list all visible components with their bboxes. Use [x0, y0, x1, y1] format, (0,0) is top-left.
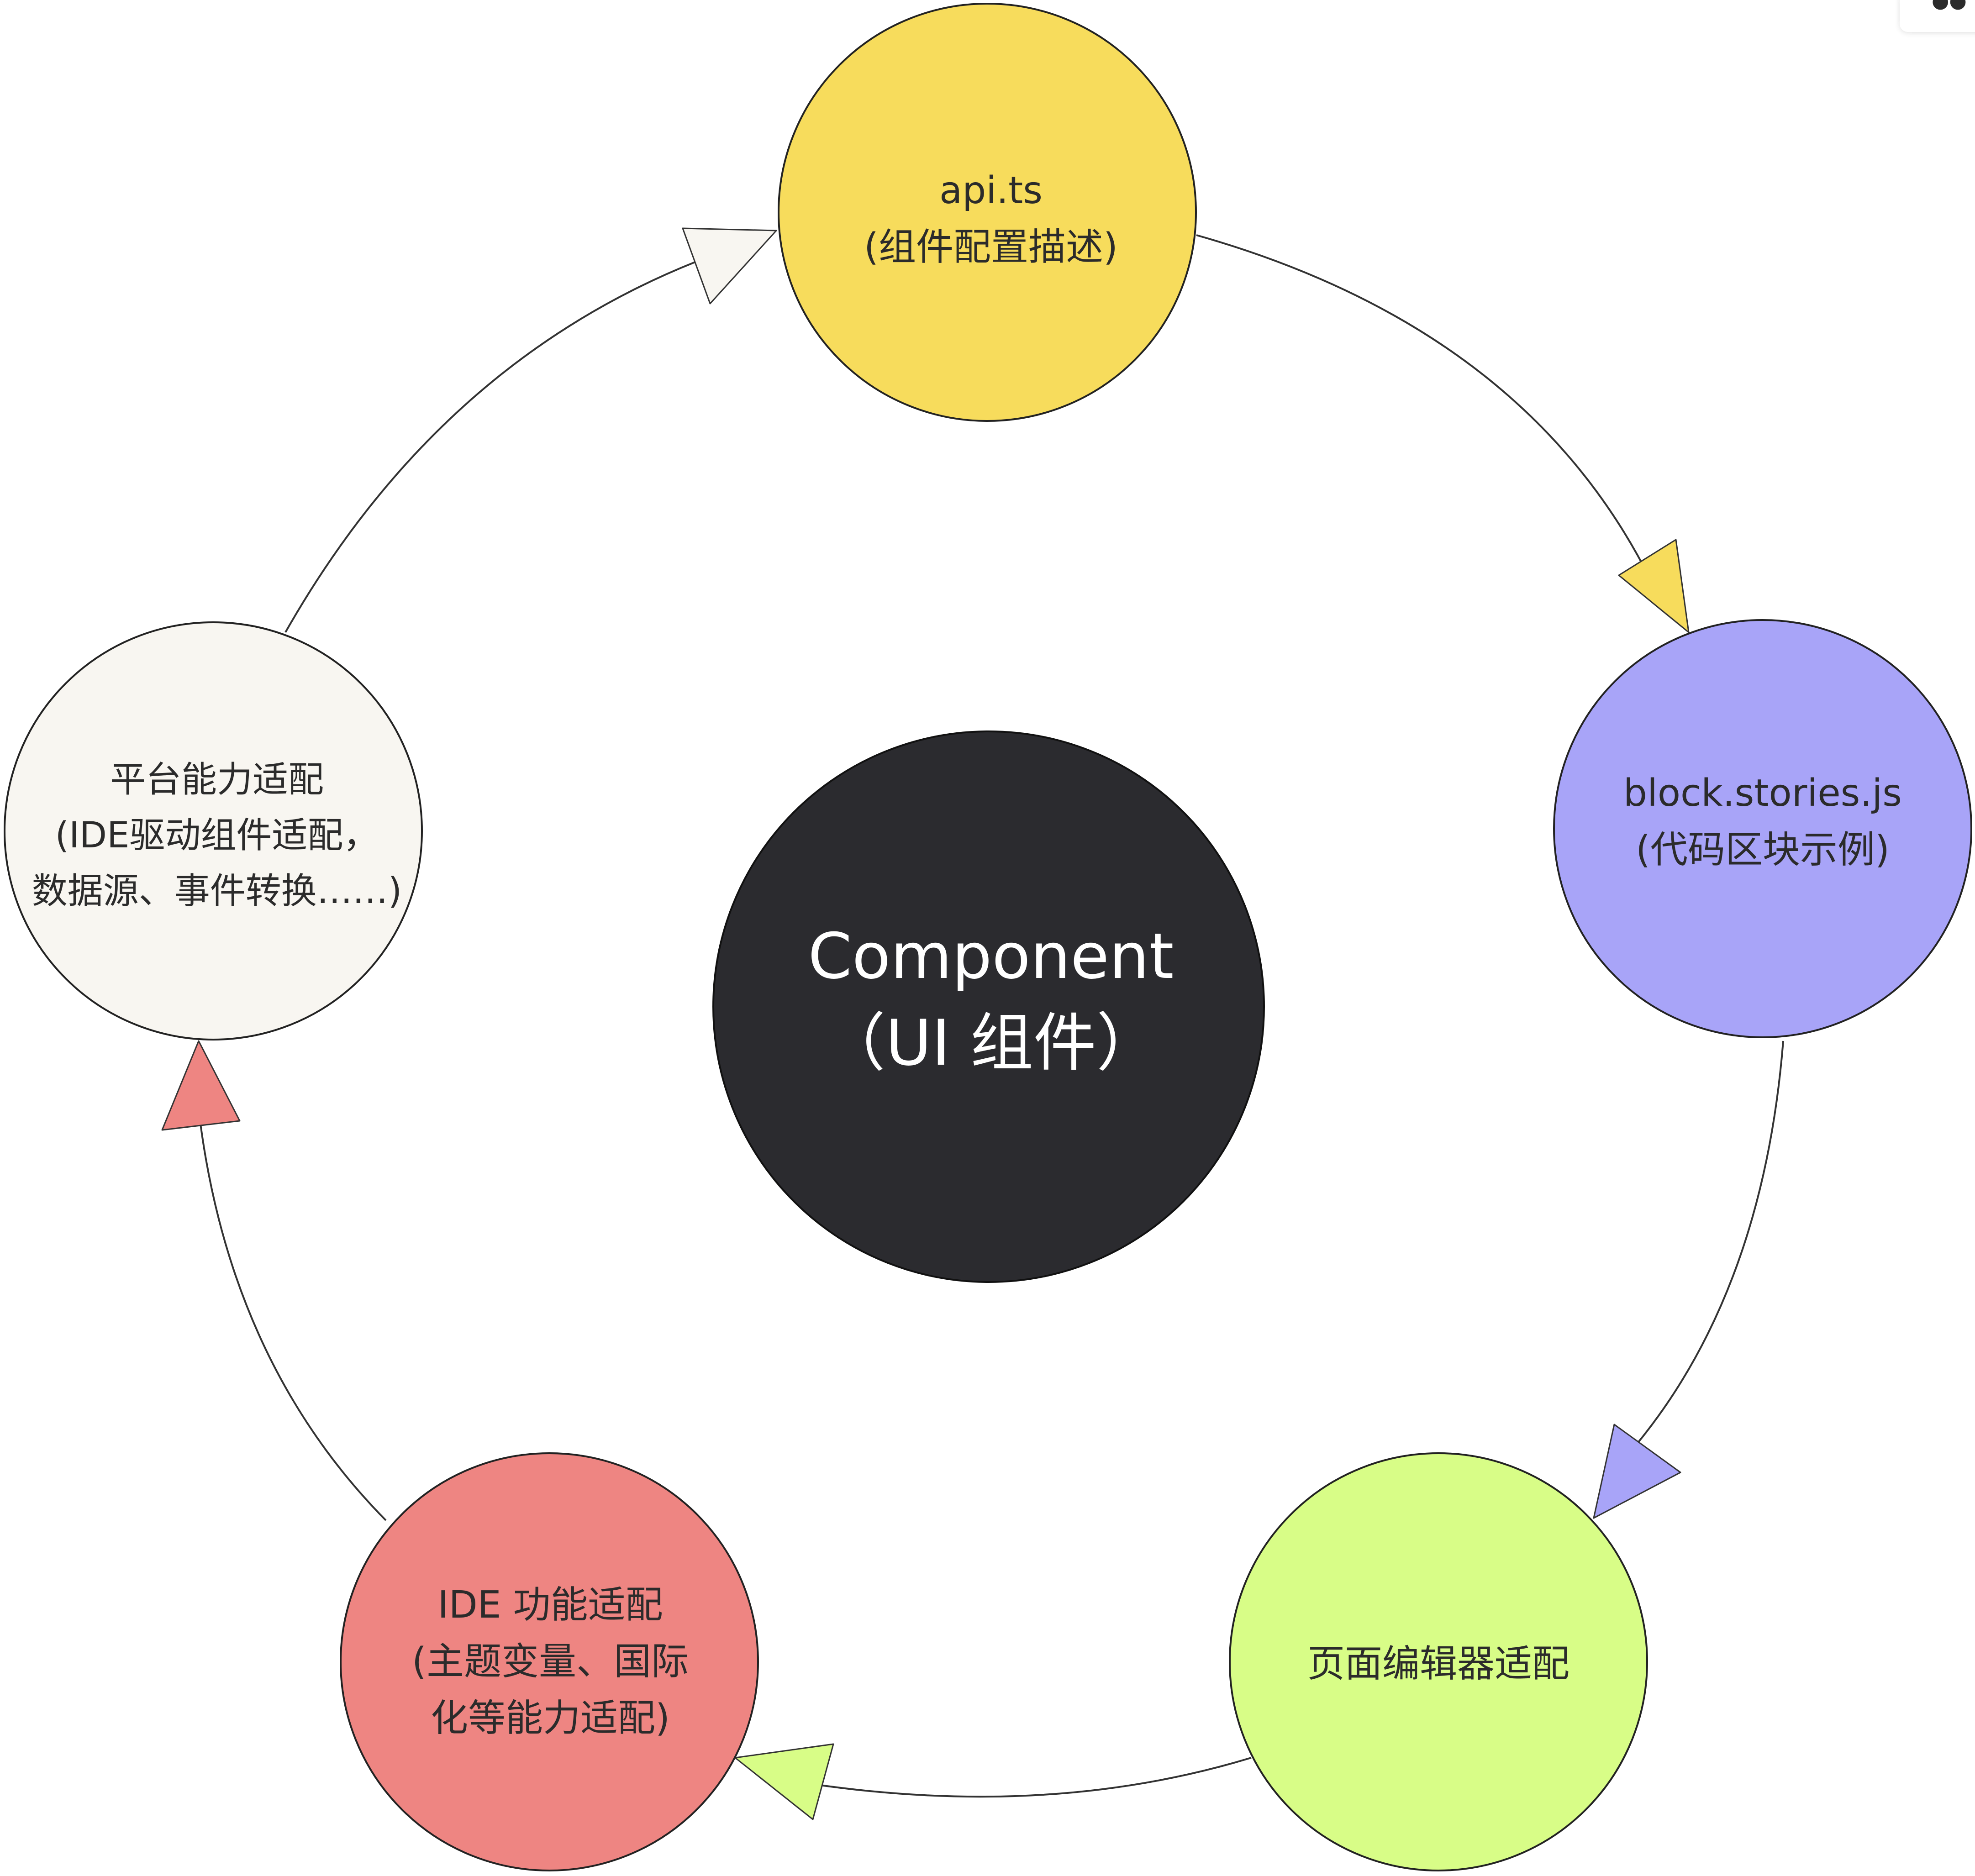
- arrowhead-to-ide: [734, 1743, 834, 1820]
- edge-api-to-block: [1196, 234, 1665, 610]
- edge-editor-to-ide: [790, 1757, 1252, 1798]
- block-subtitle: (代码区块示例): [1636, 828, 1890, 872]
- center-subtitle: （UI 组件）: [822, 1006, 1159, 1080]
- edge-ide-to-platform: [198, 1109, 387, 1521]
- platform-node-label: 平台能力适配 (IDE驱动组件适配， 数据源、事件转换……): [18, 749, 416, 922]
- node-platform-adapter: [4, 621, 423, 1040]
- node-page-editor: [1229, 1452, 1648, 1871]
- editor-title: 页面编辑器适配: [1307, 1642, 1569, 1686]
- center-node-label: Component （UI 组件）: [717, 904, 1265, 1096]
- editor-node-label: 页面编辑器适配: [1228, 1634, 1648, 1694]
- platform-title: 平台能力适配: [110, 759, 324, 800]
- corner-tab[interactable]: ●●: [1900, 0, 1975, 32]
- api-subtitle: (组件配置描述): [864, 226, 1118, 269]
- ide-line2: (主题变量、国际: [412, 1640, 689, 1683]
- api-node-label: api.ts (组件配置描述): [776, 151, 1206, 288]
- node-api-ts: [778, 3, 1197, 422]
- platform-line3: 数据源、事件转换……): [32, 871, 402, 912]
- arrowhead-to-platform: [161, 1040, 241, 1131]
- ide-node-label: IDE 功能适配 (主题变量、国际 化等能力适配): [342, 1575, 758, 1749]
- center-title: Component: [808, 920, 1174, 993]
- edge-block-to-editor: [1629, 1040, 1784, 1453]
- node-block-stories: [1553, 619, 1972, 1038]
- platform-line2: (IDE驱动组件适配，: [55, 815, 379, 856]
- arrowhead-to-api: [682, 227, 777, 305]
- block-node-label: block.stories.js (代码区块示例): [1557, 758, 1968, 886]
- ide-title: IDE 功能适配: [437, 1583, 663, 1627]
- arrowhead-to-editor: [1593, 1424, 1681, 1519]
- api-title: api.ts: [939, 169, 1043, 212]
- ide-line3: 化等能力适配): [431, 1697, 670, 1740]
- block-title: block.stories.js: [1623, 772, 1902, 815]
- node-component-center: [712, 730, 1265, 1283]
- partial-label-icon: ●●: [1932, 0, 1967, 12]
- edge-platform-to-api: [284, 248, 731, 633]
- arrowhead-to-block: [1618, 539, 1690, 633]
- node-ide-features: [340, 1452, 759, 1871]
